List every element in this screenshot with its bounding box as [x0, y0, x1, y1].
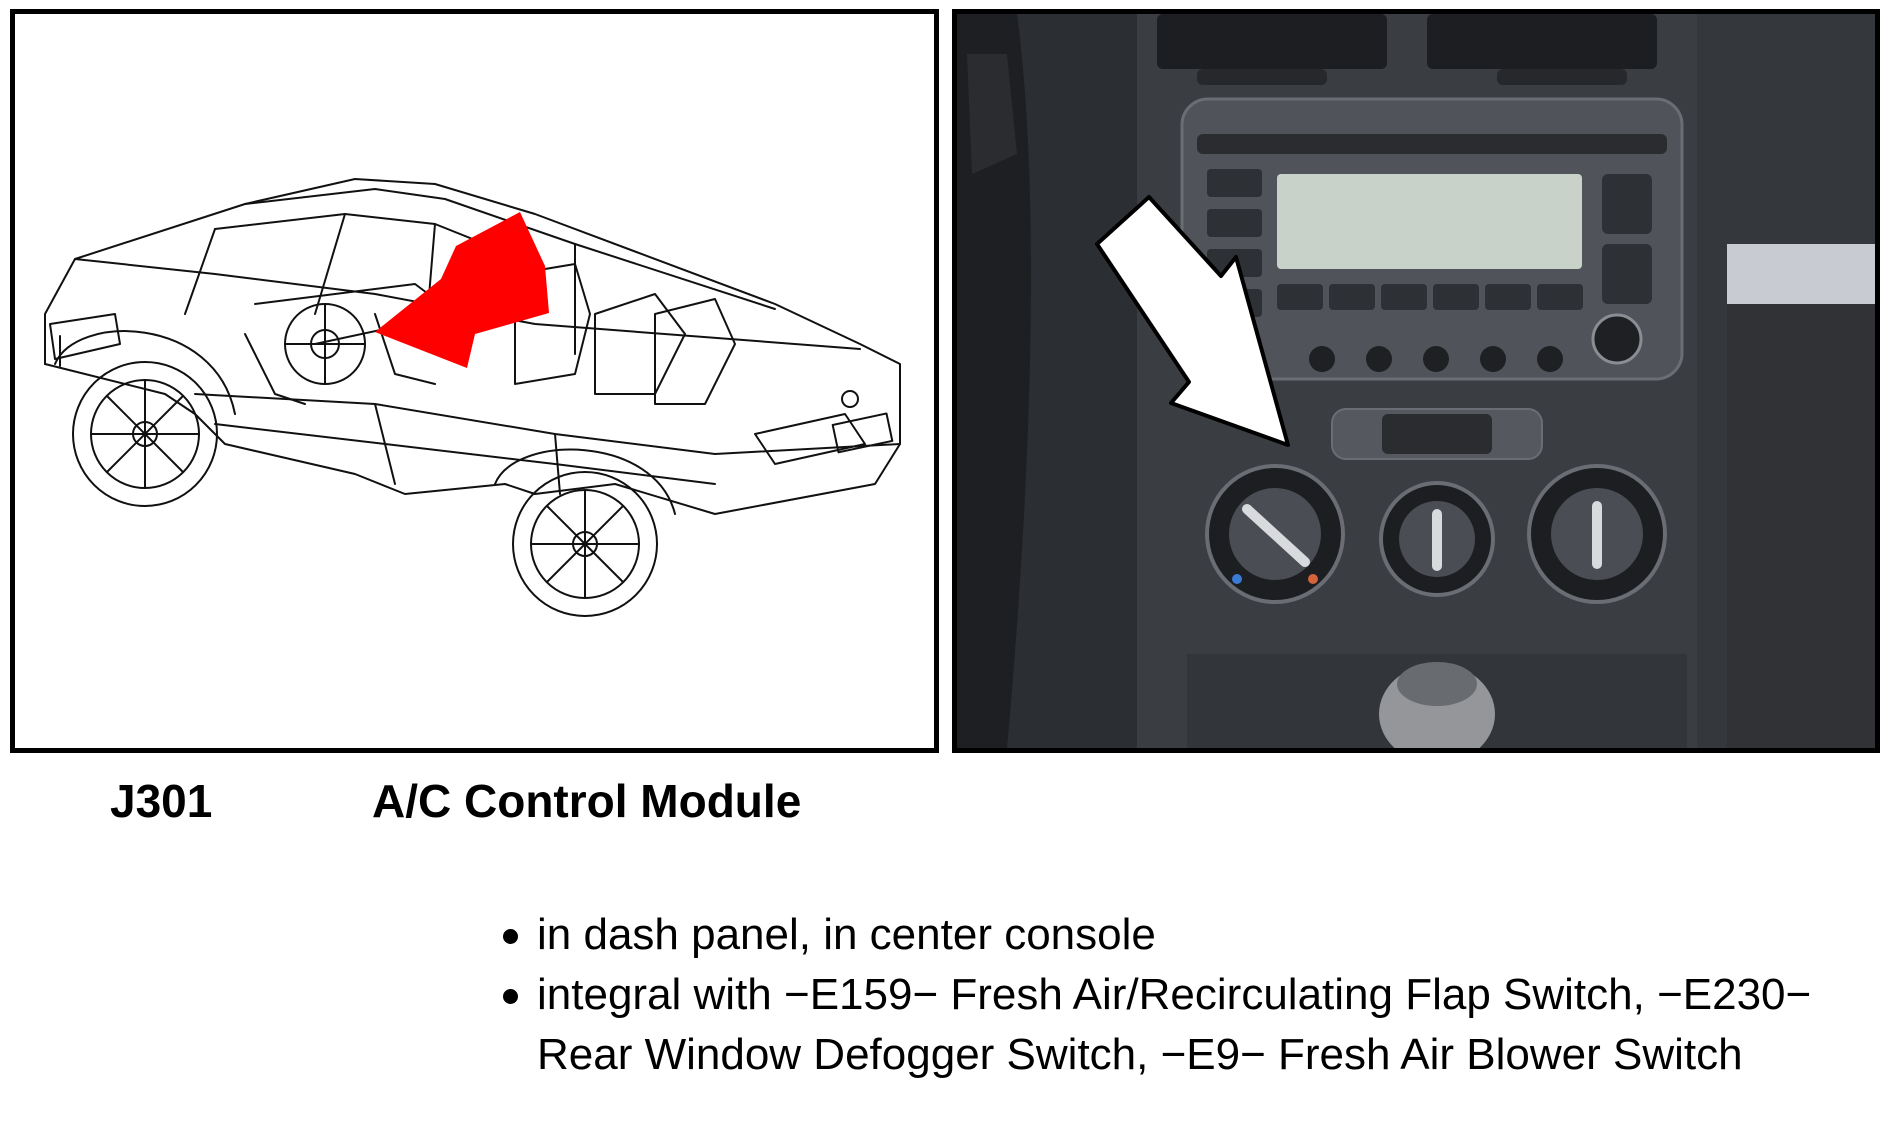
- center-console-photo: [957, 14, 1875, 748]
- location-notes-list: in dash panel, in center console integra…: [498, 905, 1878, 1085]
- list-item: in dash panel, in center console: [498, 905, 1878, 965]
- car-cutaway-illustration: [44, 178, 901, 617]
- rear-wheel: [512, 471, 658, 617]
- radio-display: [1277, 174, 1582, 269]
- list-item: integral with −E159− Fresh Air/Recircula…: [498, 965, 1878, 1085]
- component-title: A/C Control Module: [372, 775, 802, 827]
- red-arrow-icon: [375, 212, 549, 368]
- component-code: J301: [110, 775, 213, 827]
- steering-wheel: [957, 14, 1031, 748]
- car-location-illustration: [10, 9, 939, 753]
- dashboard-photo: [952, 9, 1880, 753]
- white-arrow-icon: [1095, 195, 1290, 447]
- car-body-outline: [44, 178, 901, 515]
- front-wheel: [72, 361, 218, 507]
